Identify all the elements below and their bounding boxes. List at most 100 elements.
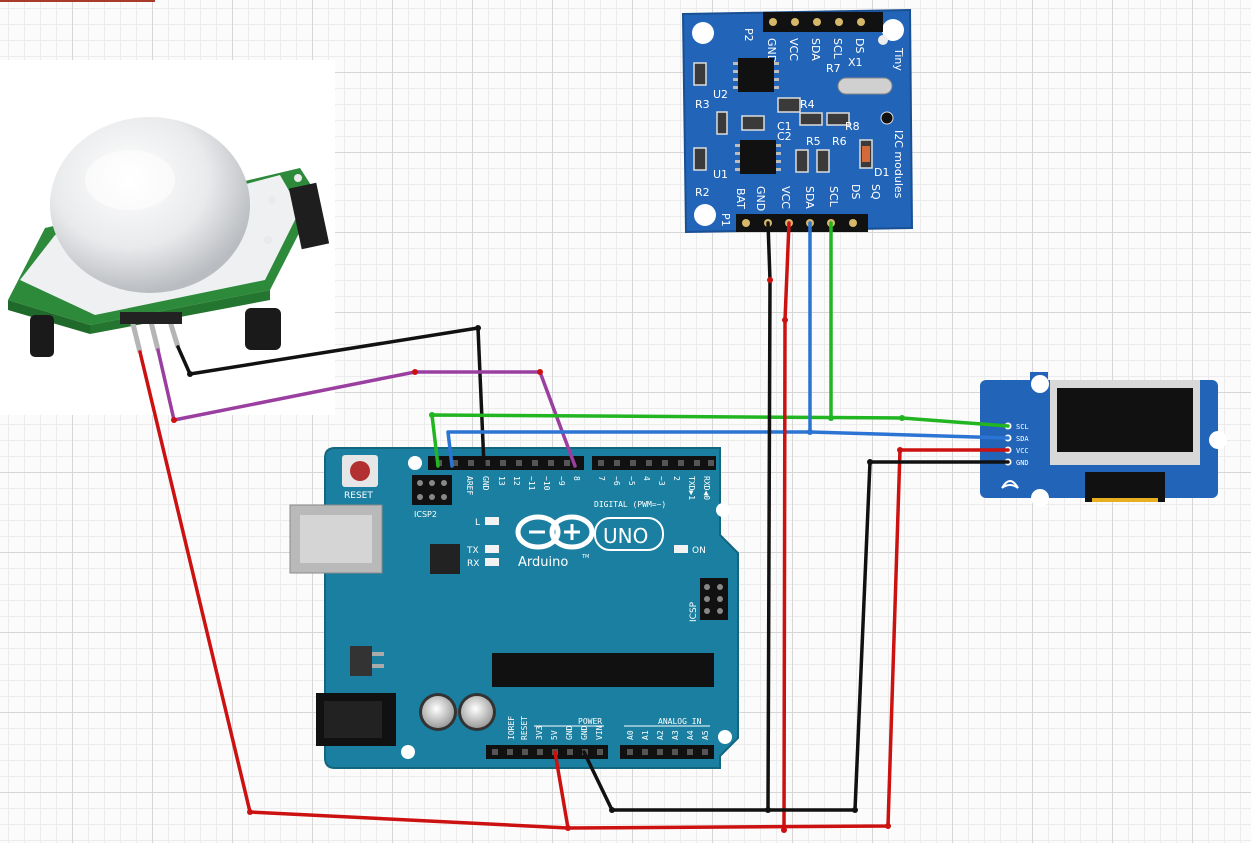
pin-0-label: RXD◀0 xyxy=(702,476,711,500)
arduino-uno[interactable]: RESET ICSP2 L TX RX ON Arduino TM UNO xyxy=(289,447,739,769)
led-rx xyxy=(485,558,499,566)
wire-i2c-scl[interactable] xyxy=(430,413,1010,468)
digital-header-right xyxy=(592,456,716,470)
rtc-bottom-label-ds: DS xyxy=(849,184,862,199)
led-tx-label: TX xyxy=(466,546,479,556)
arduino-logo-icon xyxy=(515,514,595,550)
wire-rtc-gnd[interactable] xyxy=(766,221,772,812)
pin-5-label: ~5 xyxy=(627,476,636,486)
pin-11-label: ~11 xyxy=(527,476,536,491)
oled-connector xyxy=(1085,472,1165,502)
oled-screen xyxy=(1057,388,1193,452)
rtc-top-label-gnd: GND xyxy=(765,38,778,63)
rtc-part-r5: R5 xyxy=(806,135,821,148)
led-l xyxy=(485,517,499,525)
uno-label: UNO xyxy=(603,524,648,548)
oled-pin-label-vcc: VCC xyxy=(1016,447,1029,455)
pin-ioref-label: IOREF xyxy=(507,716,516,740)
led-tx xyxy=(485,545,499,553)
wire-rtc-vcc[interactable] xyxy=(782,221,791,832)
pin-3-label: ~3 xyxy=(657,476,666,486)
pin-gnd-label: GND xyxy=(481,476,490,491)
pin-gnd2-label: GND xyxy=(580,725,589,740)
pin-vin-label: VIN xyxy=(595,725,604,740)
voltage-regulator xyxy=(350,646,372,676)
rtc-part-x1: X1 xyxy=(848,56,863,69)
analog-header xyxy=(620,745,714,759)
arduino-tm: TM xyxy=(581,554,589,560)
wire-pir-vcc[interactable] xyxy=(138,350,1010,830)
pir-capacitor-right xyxy=(245,308,281,350)
pir-sensor[interactable] xyxy=(0,60,335,415)
rtc-top-label-ds: DS xyxy=(853,38,866,53)
pin-a3-label: A3 xyxy=(671,730,680,740)
pin-12-label: 12 xyxy=(512,476,521,486)
pin-13-label: 13 xyxy=(497,476,506,486)
pin-2-label: 2 xyxy=(672,476,681,481)
wire-i2c-sda[interactable] xyxy=(446,430,1010,468)
rtc-part-r7: R7 xyxy=(826,62,841,75)
led-l-label: L xyxy=(475,518,480,528)
rtc-part-r6: R6 xyxy=(832,135,847,148)
uno-badge xyxy=(594,517,664,551)
pin-a1-label: A1 xyxy=(641,730,650,740)
pin-a2-label: A2 xyxy=(656,730,665,740)
oled-pin-label-gnd: GND xyxy=(1016,459,1029,467)
rtc-label-p2: P2 xyxy=(742,28,755,42)
led-on xyxy=(674,545,688,553)
digital-header-label: DIGITAL (PWM=~) xyxy=(594,500,666,509)
pin-reset-label: RESET xyxy=(520,716,529,740)
oled-logo-icon xyxy=(1001,480,1019,489)
pin-6-label: ~6 xyxy=(612,476,621,486)
arduino-board xyxy=(324,447,739,769)
rtc-bottom-label-sq: SQ xyxy=(869,184,882,200)
rtc-part-d1: D1 xyxy=(874,166,889,179)
pin-10-label: ~10 xyxy=(542,476,551,491)
pin-aref-label: AREF xyxy=(465,476,474,495)
rtc-part-u2: U2 xyxy=(713,88,728,101)
wire-pir-gnd[interactable] xyxy=(176,326,486,468)
led-rx-label: RX xyxy=(467,559,479,569)
rtc-part-r8: R8 xyxy=(845,120,860,133)
pir-potentiometer xyxy=(288,182,330,250)
pin-a4-label: A4 xyxy=(686,730,695,740)
arduino-logo-text: Arduino xyxy=(518,555,568,570)
rtc-top-label-vcc: VCC xyxy=(787,38,800,61)
pin-5v-label: 5V xyxy=(550,730,559,740)
pin-1-label: TXD▶1 xyxy=(687,476,696,500)
oled-pin-label-scl: SCL xyxy=(1016,423,1029,431)
capacitor-2 xyxy=(461,696,493,728)
rtc-part-c1: C1 xyxy=(777,120,792,133)
rtc-top-label-sda: SDA xyxy=(809,38,822,61)
rtc-chip-u1 xyxy=(740,140,776,174)
capacitor-1 xyxy=(422,696,454,728)
atmega-chip xyxy=(492,653,714,687)
rtc-label-bat: BAT xyxy=(734,188,747,209)
pin-7-label: 7 xyxy=(597,476,606,481)
rtc-label-p1: P1 xyxy=(719,213,732,227)
rtc-part-r3: R3 xyxy=(695,98,710,111)
rtc-crystal xyxy=(837,77,893,95)
corner-accent xyxy=(0,0,155,2)
icsp-label: ICSP xyxy=(689,601,699,622)
pin-gnd1-label: GND xyxy=(565,725,574,740)
pin-9-label: ~9 xyxy=(557,476,566,486)
pin-4-label: 4 xyxy=(642,476,651,481)
rtc-bottom-label-vcc: VCC xyxy=(779,186,792,209)
reset-label: RESET xyxy=(344,491,373,501)
rtc-module[interactable]: GND VCC SDA SCL DS P2 Tiny xyxy=(681,8,914,234)
pin-8-label: 8 xyxy=(572,476,581,481)
pir-pin-vcc xyxy=(129,319,143,353)
pir-capacitor-left xyxy=(30,315,54,357)
pin-3v3-label: 3V3 xyxy=(535,725,544,740)
pin-a5-label: A5 xyxy=(701,730,710,740)
led-on-label: ON xyxy=(692,546,706,556)
icsp2-label: ICSP2 xyxy=(414,510,437,519)
rtc-header-top xyxy=(763,12,888,45)
rtc-part-c2: C2 xyxy=(777,130,792,143)
oled-display[interactable]: SCL SDA VCC GND xyxy=(980,372,1227,507)
power-label: POWER xyxy=(578,717,602,726)
wire-power-5v[interactable] xyxy=(553,750,570,830)
